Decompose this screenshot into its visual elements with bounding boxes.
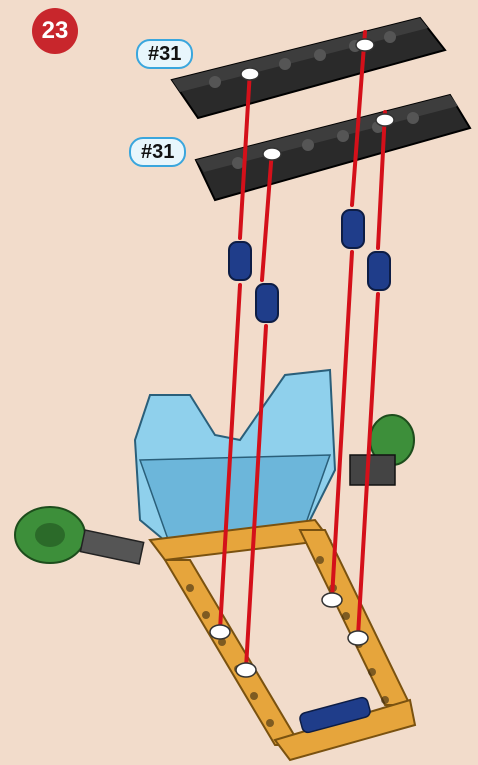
beam-upper <box>172 18 445 118</box>
peg <box>342 210 364 248</box>
step-number-badge: 23 <box>32 8 78 54</box>
peg <box>368 252 390 290</box>
peg-group <box>229 210 390 322</box>
part-label-upper-beam: #31 <box>136 39 193 69</box>
beam-lower <box>196 95 470 200</box>
left-wheel <box>15 507 144 564</box>
peg <box>256 284 278 322</box>
peg <box>229 242 251 280</box>
right-wheel <box>350 415 414 485</box>
orange-frame <box>150 520 415 760</box>
part-label-lower-beam: #31 <box>129 137 186 167</box>
